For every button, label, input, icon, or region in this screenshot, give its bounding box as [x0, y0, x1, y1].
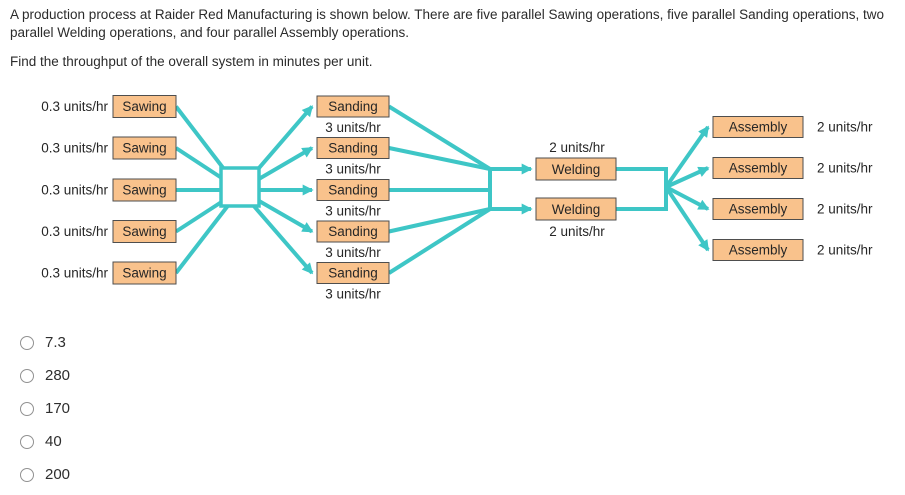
sanding-box — [316, 220, 390, 243]
sawing-box — [112, 95, 177, 118]
sawing-rate-label: 0.3 units/hr — [41, 266, 108, 281]
assembly-rate-label: 2 units/hr — [817, 243, 873, 258]
sanding-box — [316, 95, 390, 118]
radio-button[interactable] — [20, 468, 34, 482]
sawing-rate-label: 0.3 units/hr — [41, 141, 108, 156]
assembly-box — [712, 198, 804, 220]
answer-option-3[interactable]: 170 — [20, 399, 70, 419]
sawing-box-label: Sawing — [122, 224, 166, 239]
sanding-box-label: Sanding — [328, 266, 378, 281]
question-prompt: Find the throughput of the overall syste… — [10, 54, 373, 69]
assembly-stage: Assembly 2 units/hr Assembly 2 units/hr … — [712, 116, 873, 261]
sanding-box-label: Sanding — [328, 99, 378, 114]
radio-button[interactable] — [20, 336, 34, 350]
welding-rate-label: 2 units/hr — [549, 224, 605, 239]
welding-box-label: Welding — [552, 162, 601, 177]
junction-node — [219, 166, 261, 208]
question-intro: A production process at Raider Red Manuf… — [10, 7, 884, 40]
sawing-rate-label: 0.3 units/hr — [41, 183, 108, 198]
option-label: 7.3 — [45, 334, 66, 351]
answer-option-5[interactable]: 200 — [20, 465, 70, 485]
sawing-box — [112, 220, 177, 243]
process-flow-diagram: 0.3 units/hr Sawing 0.3 units/hr Sawing … — [41, 95, 873, 302]
answer-option-4[interactable]: 40 — [20, 432, 70, 452]
sanding-rate-label: 3 units/hr — [325, 245, 381, 260]
sanding-box-label: Sanding — [328, 224, 378, 239]
welding-stage: 2 units/hr Welding Welding 2 units/hr — [535, 140, 617, 239]
sanding-box — [316, 137, 390, 159]
option-label: 170 — [45, 400, 71, 417]
sanding-rate-label: 3 units/hr — [325, 287, 381, 302]
sawing-box — [112, 178, 177, 202]
assembly-rate-label: 2 units/hr — [817, 120, 873, 135]
welding-box — [535, 157, 617, 181]
sawing-stage: 0.3 units/hr Sawing 0.3 units/hr Sawing … — [41, 95, 177, 285]
sanding-rate-label: 3 units/hr — [325, 162, 381, 177]
option-label: 280 — [45, 367, 71, 384]
sanding-box-label: Sanding — [328, 183, 378, 198]
sanding-to-welding-lines — [387, 104, 533, 275]
sawing-box-label: Sawing — [122, 141, 166, 156]
assembly-rate-label: 2 units/hr — [817, 202, 873, 217]
assembly-box-label: Assembly — [729, 243, 788, 258]
sanding-box — [316, 262, 390, 284]
sanding-box — [316, 179, 390, 201]
sawing-box-label: Sawing — [122, 99, 166, 114]
assembly-box-label: Assembly — [729, 161, 788, 176]
sawing-box — [112, 136, 177, 160]
sawing-box — [112, 261, 177, 285]
welding-box-label: Welding — [552, 202, 601, 217]
assembly-box — [712, 239, 804, 261]
assembly-box-label: Assembly — [729, 202, 788, 217]
sanding-stage: Sanding 3 units/hr Sanding 3 units/hr Sa… — [316, 95, 390, 302]
answer-options: 7.3 280 170 40 200 — [20, 333, 70, 485]
option-label: 40 — [45, 433, 62, 450]
sanding-rate-label: 3 units/hr — [325, 120, 381, 135]
sawing-box-label: Sawing — [122, 266, 166, 281]
welding-rate-label: 2 units/hr — [549, 140, 605, 155]
assembly-box — [712, 157, 804, 179]
sanding-box-label: Sanding — [328, 141, 378, 156]
sawing-rate-label: 0.3 units/hr — [41, 99, 108, 114]
sawing-rate-label: 0.3 units/hr — [41, 224, 108, 239]
answer-option-1[interactable]: 7.3 — [20, 333, 70, 353]
sanding-rate-label: 3 units/hr — [325, 204, 381, 219]
assembly-box — [712, 116, 804, 138]
radio-button[interactable] — [20, 402, 34, 416]
welding-to-assembly-lines — [616, 125, 710, 252]
radio-button[interactable] — [20, 369, 34, 383]
assembly-box-label: Assembly — [729, 120, 788, 135]
answer-option-2[interactable]: 280 — [20, 366, 70, 386]
option-label: 200 — [45, 466, 71, 483]
welding-box — [535, 197, 617, 221]
sawing-box-label: Sawing — [122, 183, 166, 198]
assembly-rate-label: 2 units/hr — [817, 161, 873, 176]
radio-button[interactable] — [20, 435, 34, 449]
